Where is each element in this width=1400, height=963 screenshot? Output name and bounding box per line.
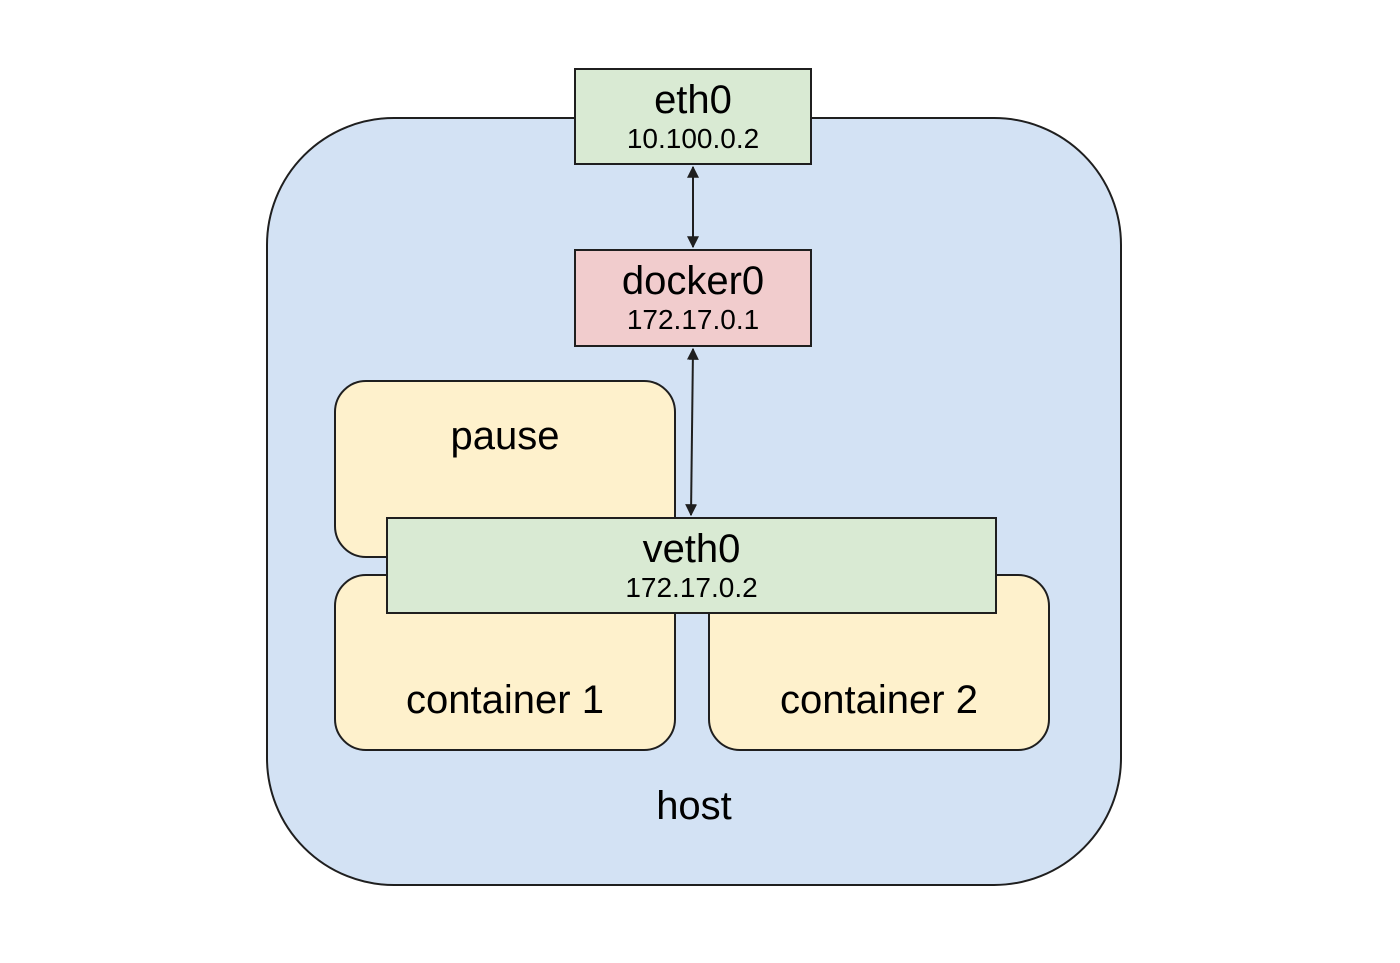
host-label: host <box>656 784 732 828</box>
veth0-interface-box: veth0 172.17.0.2 <box>386 517 997 614</box>
veth0-ip: 172.17.0.2 <box>625 571 758 603</box>
pause-label: pause <box>450 414 560 458</box>
docker0-name: docker0 <box>621 259 765 303</box>
eth0-name: eth0 <box>654 77 732 122</box>
container-1-label: container 1 <box>406 678 604 722</box>
docker0-bridge-box: docker0 172.17.0.1 <box>574 249 812 347</box>
docker0-ip: 172.17.0.1 <box>626 304 760 335</box>
eth0-ip: 10.100.0.2 <box>626 122 760 154</box>
veth0-name: veth0 <box>642 526 741 571</box>
container-2-label: container 2 <box>780 678 978 722</box>
eth0-interface-box: eth0 10.100.0.2 <box>574 68 812 165</box>
